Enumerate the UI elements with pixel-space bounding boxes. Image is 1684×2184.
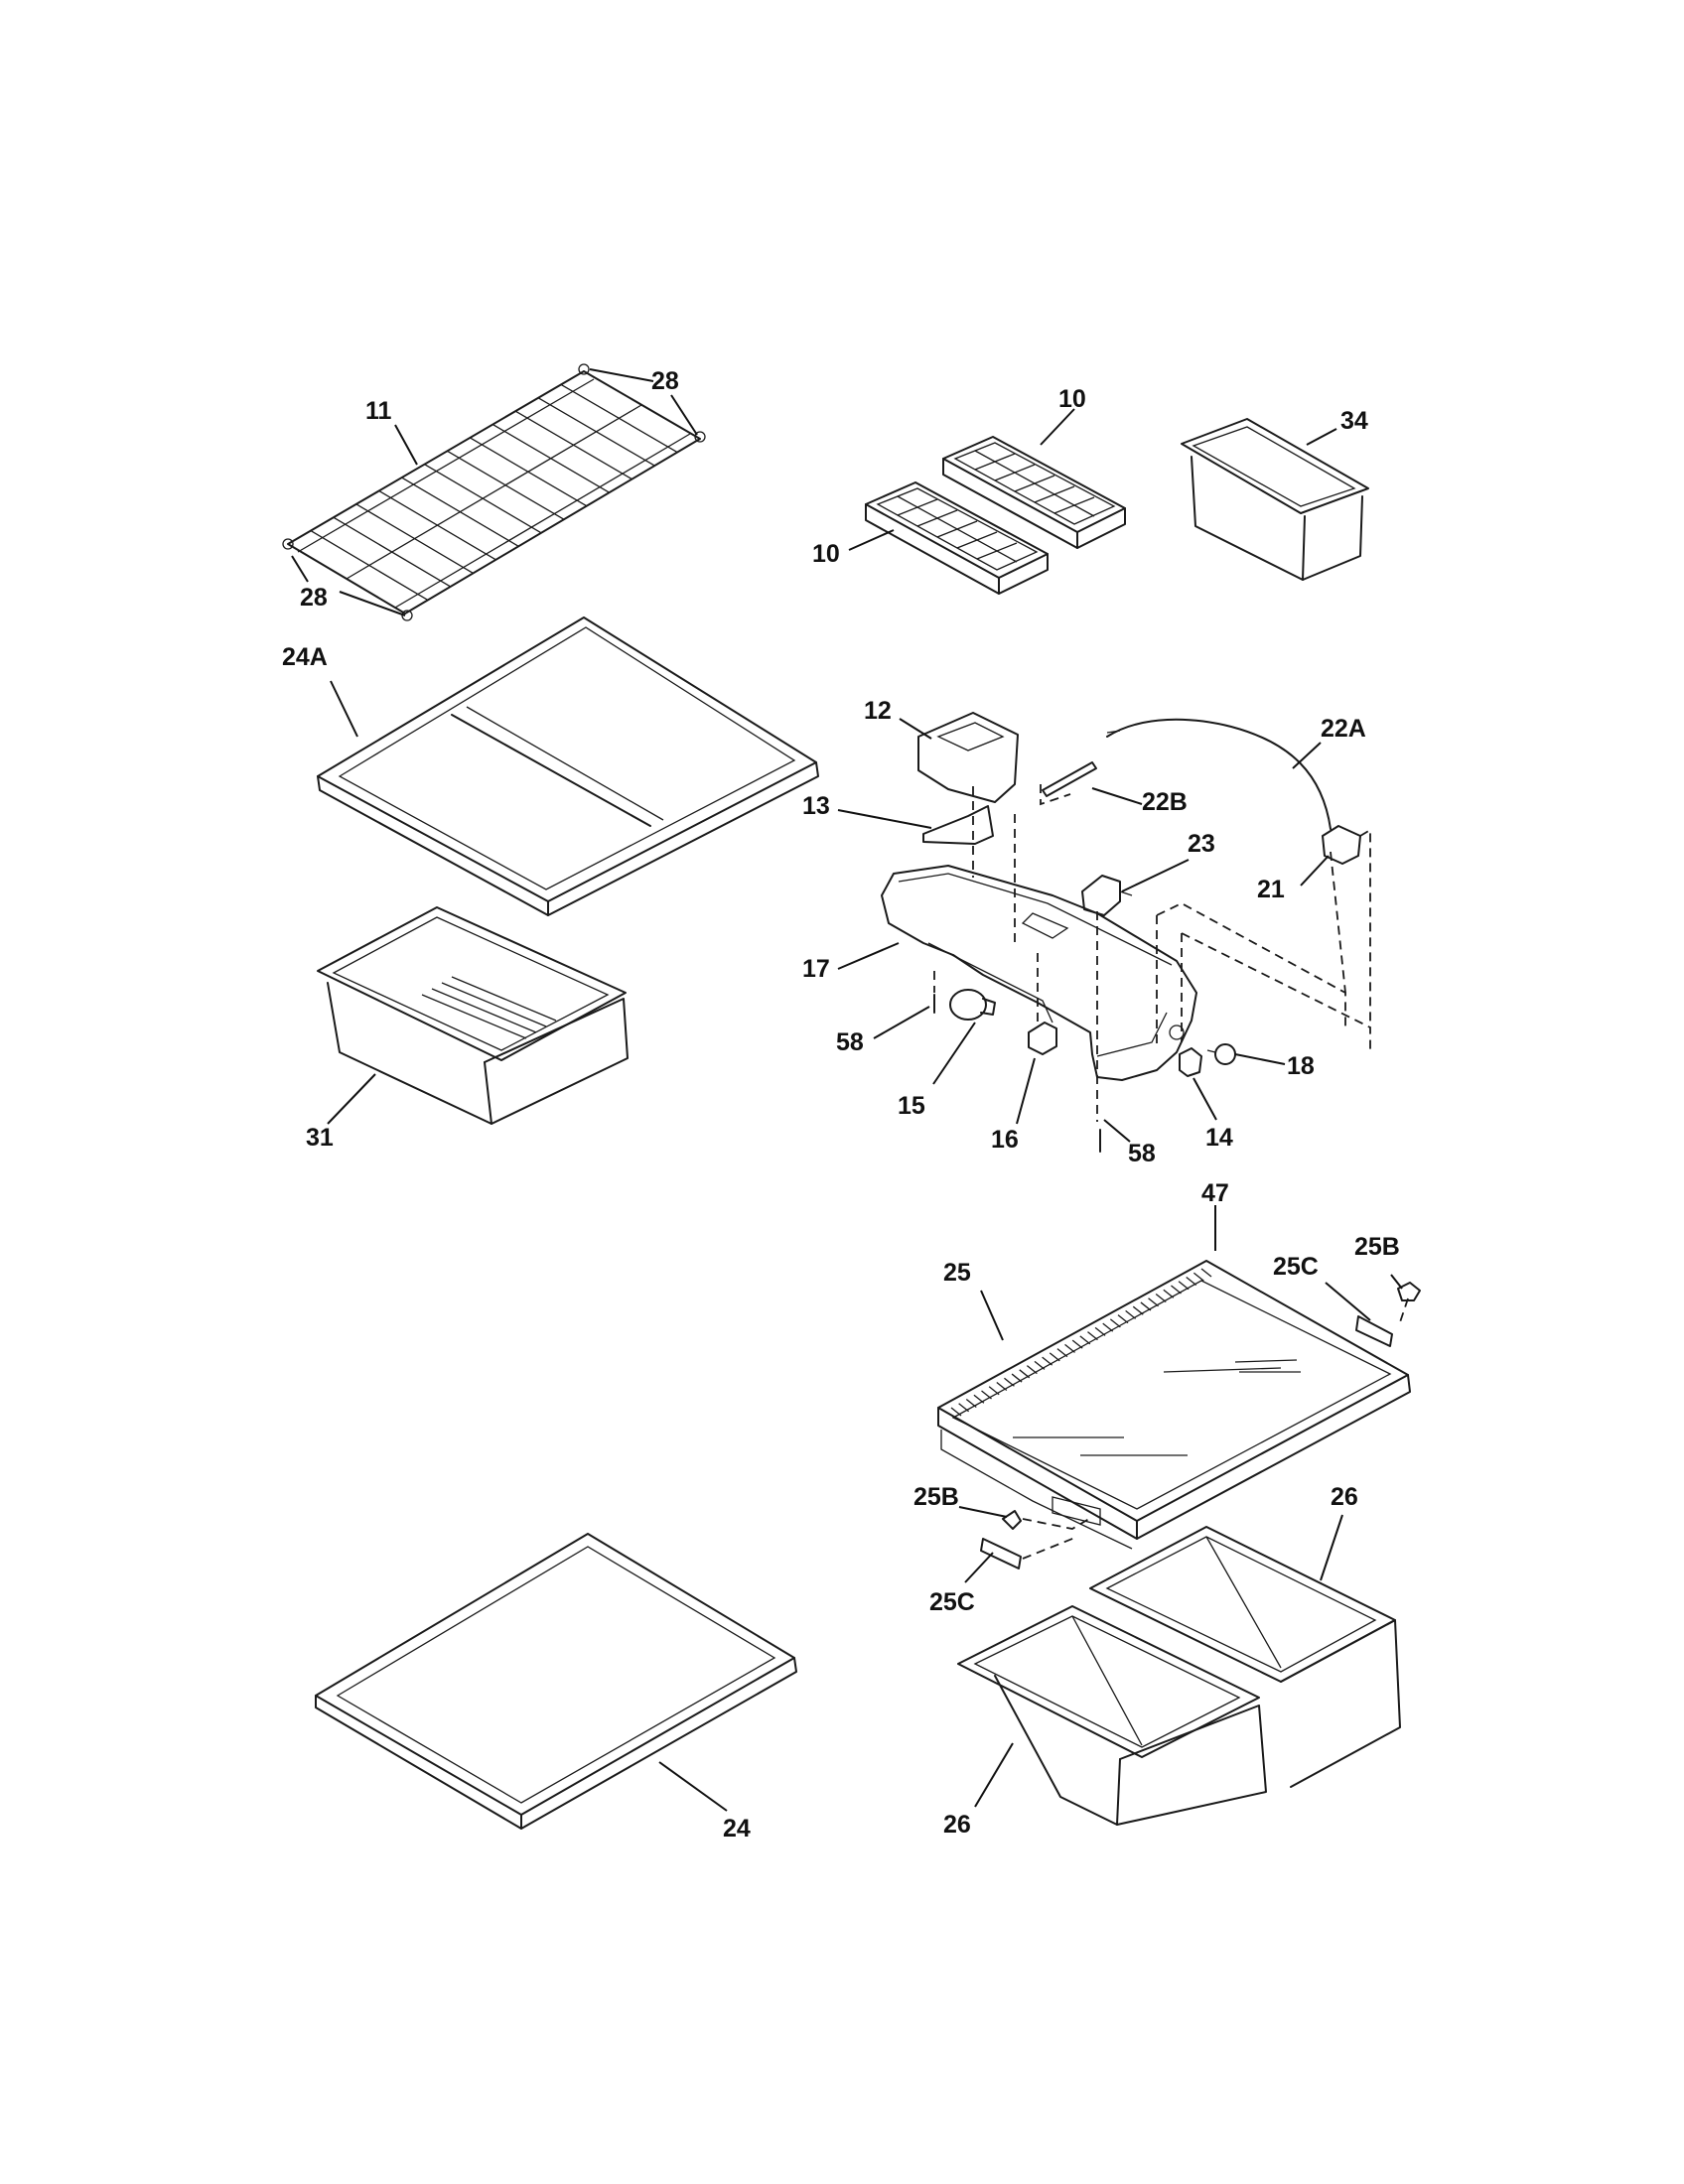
ice-tray-front: [865, 481, 1049, 595]
callout-31: 31: [306, 1124, 334, 1152]
callout-15: 15: [898, 1092, 925, 1120]
callout-28: 28: [300, 584, 328, 612]
callout-28: 28: [651, 367, 679, 395]
sleeve-22b: [1042, 761, 1097, 797]
harness-22a: [1106, 718, 1332, 830]
socket-16: [1028, 1022, 1057, 1055]
callout-26: 26: [943, 1811, 971, 1839]
ice-tray-back: [942, 436, 1126, 549]
housing-17: [881, 865, 1197, 1081]
callout-11: 11: [365, 397, 392, 425]
callout-25: 25: [943, 1259, 971, 1287]
callout-24a: 24A: [282, 643, 328, 671]
callout-58: 58: [836, 1028, 864, 1056]
callout-58: 58: [1128, 1140, 1156, 1167]
callout-22b: 22B: [1142, 788, 1188, 816]
clip-25b: [1002, 1282, 1421, 1530]
callout-17: 17: [802, 955, 830, 983]
knob-18: [1206, 1043, 1236, 1065]
ice-bucket-12: [917, 712, 1019, 803]
light-switch-14: [1179, 1047, 1202, 1077]
callout-labels: 11 28 28 10 10 34 24A 31 12 13 22A 22B 2…: [282, 367, 1400, 1843]
callout-25c: 25C: [1273, 1253, 1319, 1281]
callout-25b: 25B: [1354, 1233, 1400, 1261]
callout-25b: 25B: [913, 1483, 959, 1511]
glass-shelf-24: [315, 1533, 797, 1830]
callout-34: 34: [1340, 407, 1368, 435]
callout-25c: 25C: [929, 1588, 975, 1616]
leader-lines: [291, 368, 1403, 1812]
callout-47: 47: [1201, 1179, 1229, 1207]
callout-14: 14: [1205, 1124, 1233, 1152]
callout-10: 10: [1058, 385, 1086, 413]
callout-10: 10: [812, 540, 840, 568]
switch-21: [1322, 825, 1361, 865]
callout-23: 23: [1188, 830, 1215, 858]
callout-21: 21: [1257, 876, 1285, 903]
callout-18: 18: [1287, 1052, 1315, 1080]
callout-13: 13: [802, 792, 830, 820]
callout-22a: 22A: [1321, 715, 1366, 743]
door-bin: [1181, 418, 1369, 581]
callout-26: 26: [1331, 1483, 1358, 1511]
crisper-cover-25: [937, 1260, 1411, 1550]
glass-shelf-24a: [317, 616, 819, 916]
callout-16: 16: [991, 1126, 1019, 1154]
pantry-drawer-front: [957, 1605, 1267, 1826]
chute-13: [922, 805, 994, 845]
callout-24: 24: [723, 1815, 751, 1843]
assembly-dashed-lines: [933, 784, 1371, 1122]
thermostat-23: [1081, 875, 1133, 916]
wire-shelf: [287, 370, 701, 614]
callout-12: 12: [864, 697, 892, 725]
pantry-drawer-back: [1089, 1526, 1401, 1788]
bulb-15: [949, 989, 996, 1021]
cover-dashed-lines: [1022, 1297, 1409, 1560]
bracket-25c: [980, 1315, 1393, 1570]
screw-58: [933, 994, 1101, 1153]
crisper-drawer-31: [317, 906, 629, 1125]
shelf-retainer: [282, 363, 706, 621]
